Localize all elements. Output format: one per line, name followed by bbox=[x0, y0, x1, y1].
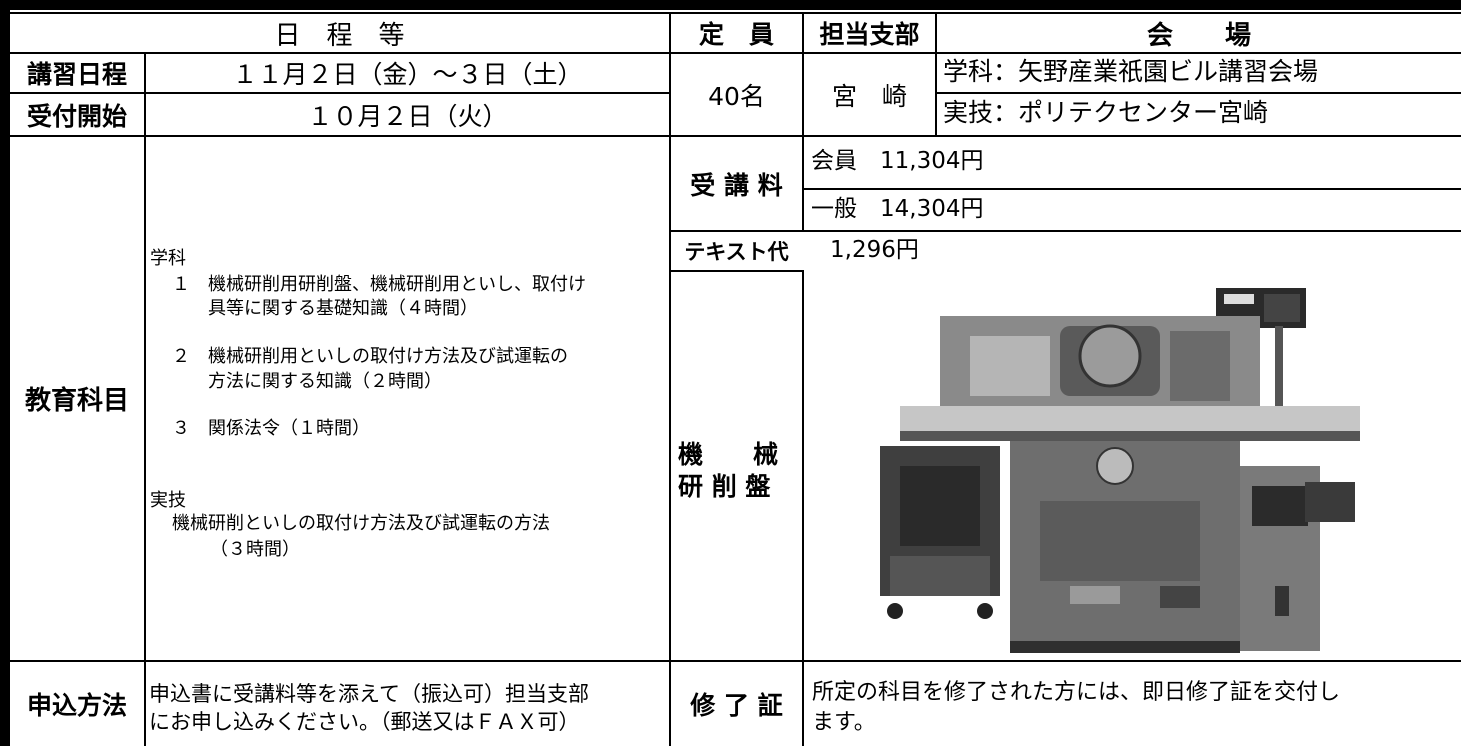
course-date-cell: １１月２日（金）～３日（土） bbox=[146, 54, 669, 92]
fee-general: 一般 14,304円 bbox=[811, 196, 984, 222]
certificate-line1: 所定の科目を修了された方には、即日修了証を交付し bbox=[812, 680, 1341, 705]
row-line bbox=[8, 660, 1461, 662]
col-line bbox=[144, 52, 146, 746]
apply-label-cell: 申込方法 bbox=[10, 662, 144, 746]
top-border bbox=[0, 0, 1461, 10]
subject-item-1-line2: 具等に関する基礎知識（４時間） bbox=[208, 298, 478, 319]
subject-practical-line2: （３時間） bbox=[210, 539, 300, 560]
certificate-line2: ます。 bbox=[812, 710, 876, 735]
col-line bbox=[802, 270, 804, 746]
reception-date-value: １０月２日（火） bbox=[307, 101, 508, 131]
row-line bbox=[8, 52, 1461, 54]
subject-practical-line1: 機械研削といしの取付け方法及び試運転の方法 bbox=[172, 513, 550, 534]
col-line bbox=[935, 12, 937, 135]
col-line bbox=[669, 12, 671, 746]
header-branch: 担当支部 bbox=[804, 14, 935, 52]
subject-item-2-line2: 方法に関する知識（２時間） bbox=[208, 371, 442, 392]
branch-cell: 宮 崎 bbox=[804, 54, 935, 135]
venue-classroom: 学科：矢野産業祇園ビル講習会場 bbox=[943, 57, 1319, 86]
left-border bbox=[0, 0, 10, 746]
certificate-label-cell: 修 了 証 bbox=[671, 662, 802, 746]
header-venue-text: 会 場 bbox=[1146, 20, 1251, 51]
row-line bbox=[935, 92, 1461, 94]
subject-item-3: ３ 関係法令（１時間） bbox=[172, 418, 370, 439]
course-date-label: 講習日程 bbox=[26, 60, 127, 89]
course-date-label-cell: 講習日程 bbox=[10, 54, 144, 92]
subjects-practical-heading: 実技 bbox=[150, 490, 186, 511]
text-fee-label-cell: テキスト代 bbox=[671, 232, 802, 270]
row-line bbox=[8, 135, 1461, 137]
reception-date-cell: １０月２日（火） bbox=[146, 94, 669, 135]
capacity-cell: 40名 bbox=[671, 54, 802, 135]
fee-member: 会員 11,304円 bbox=[811, 148, 984, 174]
reception-label: 受付開始 bbox=[26, 101, 127, 131]
col-line bbox=[802, 12, 804, 230]
subjects-label-cell: 教育科目 bbox=[10, 137, 144, 660]
surface-grinder-illustration bbox=[880, 288, 1360, 653]
row-line bbox=[802, 188, 1461, 190]
subject-item-1-line1: １ 機械研削用研削盤、機械研削用といし、取付け bbox=[172, 274, 586, 295]
apply-line1: 申込書に受講料等を添えて（振込可）担当支部 bbox=[149, 682, 589, 706]
subject-item-2-line1: ２ 機械研削用といしの取付け方法及び試運転の bbox=[172, 346, 568, 367]
header-capacity: 定 員 bbox=[671, 14, 802, 52]
surface-grinder-image bbox=[880, 286, 1360, 660]
subjects-classroom-heading: 学科 bbox=[150, 248, 186, 269]
course-date-value: １１月２日（金）～３日（土） bbox=[232, 60, 583, 89]
text-fee-label: テキスト代 bbox=[684, 240, 789, 264]
machine-label-line2: 研 削 盤 bbox=[678, 472, 771, 501]
reception-label-cell: 受付開始 bbox=[10, 94, 144, 135]
header-schedule: 日 程 等 bbox=[10, 14, 669, 52]
capacity-value: 40名 bbox=[708, 81, 765, 111]
header-schedule-text: 日 程 等 bbox=[274, 20, 405, 51]
row-line bbox=[669, 270, 803, 272]
row-line bbox=[8, 12, 1461, 14]
fee-label-cell: 受 講 料 bbox=[671, 137, 802, 230]
header-capacity-text: 定 員 bbox=[698, 20, 774, 49]
subjects-label: 教育科目 bbox=[24, 386, 129, 416]
apply-label: 申込方法 bbox=[26, 691, 127, 720]
apply-line2: にお申し込みください。（郵送又はＦＡＸ可） bbox=[149, 710, 580, 734]
header-branch-text: 担当支部 bbox=[819, 20, 920, 49]
certificate-label: 修 了 証 bbox=[690, 691, 783, 720]
fee-label: 受 講 料 bbox=[690, 170, 783, 200]
header-venue: 会 場 bbox=[937, 14, 1461, 52]
venue-practical: 実技：ポリテクセンター宮崎 bbox=[943, 98, 1269, 127]
row-line bbox=[669, 230, 1461, 232]
machine-label-line1: 機 械 bbox=[678, 440, 779, 469]
row-line bbox=[8, 92, 669, 94]
text-fee-value: 1,296円 bbox=[830, 237, 919, 263]
branch-value: 宮 崎 bbox=[831, 81, 907, 111]
